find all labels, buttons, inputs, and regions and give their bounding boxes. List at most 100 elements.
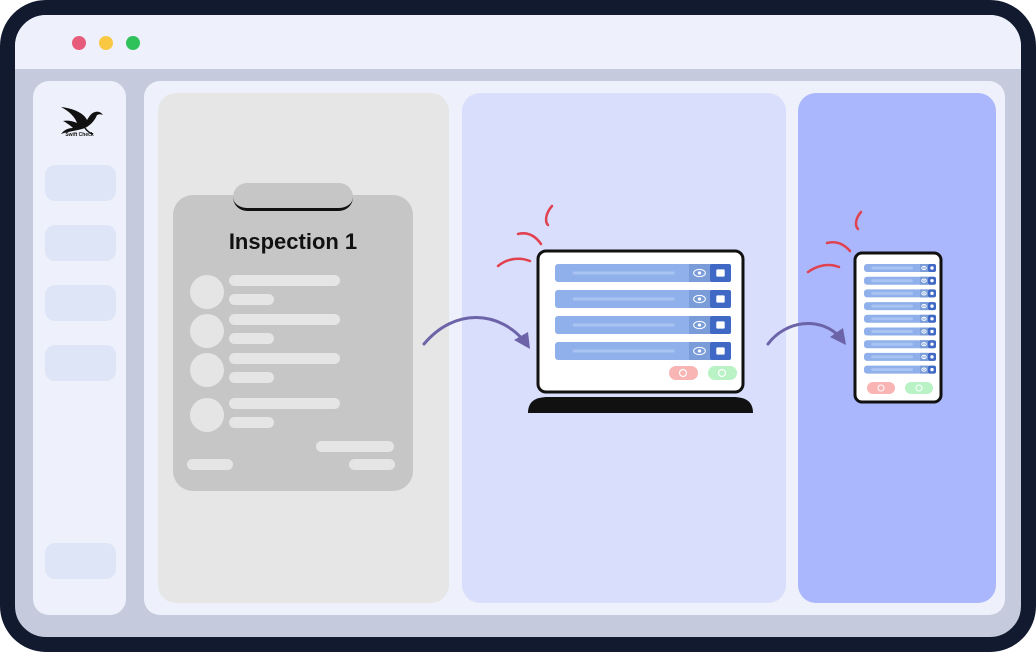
inspection-clipboard[interactable]: Inspection 1	[173, 183, 413, 491]
clipboard-clip	[233, 183, 353, 211]
eye-icon-pupil	[923, 267, 925, 269]
save-icon-glyph	[930, 266, 934, 270]
eye-icon-pupil	[923, 343, 925, 345]
phone-device	[853, 251, 943, 404]
list-row	[864, 352, 936, 361]
checklist-line	[229, 417, 274, 428]
eye-icon-glyph	[693, 346, 706, 356]
row-text-line	[871, 266, 913, 270]
checklist-line	[229, 314, 340, 325]
row-text-line	[871, 279, 913, 283]
eye-icon-glyph	[921, 367, 927, 372]
list-row	[555, 290, 731, 308]
inspection-title: Inspection 1	[228, 229, 358, 254]
sidebar-item-4[interactable]	[45, 345, 116, 381]
row-text-line	[871, 330, 913, 333]
title-bar	[15, 15, 1021, 69]
save-icon-glyph	[930, 368, 934, 372]
eye-icon-pupil	[697, 297, 702, 301]
row-text-line	[572, 349, 675, 353]
eye-icon-pupil	[923, 318, 925, 320]
eye-icon-glyph	[921, 291, 927, 296]
footer-line	[349, 459, 395, 470]
eye-icon-glyph	[921, 329, 927, 334]
save-icon-glyph	[716, 321, 725, 329]
eye-icon-pupil	[923, 279, 925, 282]
checklist-line	[229, 398, 340, 409]
signal-icon	[496, 204, 554, 268]
list-row	[864, 264, 936, 272]
list-row	[864, 289, 936, 298]
sync-illustration	[422, 204, 943, 413]
save-icon-glyph	[930, 342, 934, 346]
row-text-line	[871, 317, 913, 321]
confirm-button[interactable]	[708, 366, 737, 380]
row-text-line	[572, 271, 675, 275]
list-row	[864, 314, 936, 323]
row-text-line	[871, 291, 913, 295]
list-row	[555, 264, 731, 282]
save-icon-glyph	[930, 279, 934, 283]
list-row	[555, 342, 731, 360]
eye-icon-pupil	[923, 305, 925, 307]
eye-icon-pupil	[923, 292, 925, 295]
save-icon-glyph	[930, 329, 934, 334]
minimize-window-button[interactable]	[99, 36, 113, 50]
save-icon-glyph	[930, 291, 934, 295]
checklist-bullet	[190, 314, 224, 348]
eye-icon-pupil	[697, 323, 702, 327]
sidebar: Swift Check	[33, 81, 126, 615]
eye-icon-glyph	[921, 342, 927, 347]
checklist-line	[229, 333, 274, 344]
footer-line	[187, 459, 233, 470]
save-icon-glyph	[930, 317, 934, 321]
sidebar-item-2[interactable]	[45, 225, 116, 261]
maximize-window-button[interactable]	[126, 36, 140, 50]
checklist-line	[229, 275, 340, 286]
sidebar-item-3[interactable]	[45, 285, 116, 321]
list-row	[864, 327, 936, 336]
eye-icon-glyph	[921, 278, 927, 283]
eye-icon-pupil	[697, 349, 702, 353]
checklist-line	[229, 353, 340, 364]
confirm-button[interactable]	[905, 382, 933, 394]
row-text-line	[871, 355, 913, 359]
sidebar-item-bottom[interactable]	[45, 543, 116, 579]
eye-icon-pupil	[923, 330, 925, 333]
checklist-bullet	[190, 398, 224, 432]
column-inspection: Inspection 1	[158, 93, 449, 603]
eye-icon-glyph	[693, 294, 706, 304]
laptop-device	[528, 249, 753, 413]
sidebar-item-1[interactable]	[45, 165, 116, 201]
eye-icon-pupil	[923, 368, 925, 371]
bird-logo-icon	[61, 107, 103, 135]
logo-text: Swift Check	[65, 132, 94, 138]
sync-arrow	[422, 316, 530, 349]
cancel-button[interactable]	[867, 382, 895, 394]
list-row	[864, 340, 936, 349]
checklist-line	[229, 372, 274, 383]
row-text-line	[871, 342, 913, 346]
list-row	[555, 316, 731, 334]
eye-icon-pupil	[697, 271, 702, 275]
checklist-bullet	[190, 353, 224, 387]
save-icon-glyph	[716, 269, 725, 277]
row-text-line	[572, 323, 675, 327]
footer-line	[316, 441, 394, 452]
list-row	[864, 276, 936, 285]
row-text-line	[572, 297, 675, 301]
row-text-line	[871, 368, 913, 372]
cancel-button[interactable]	[669, 366, 698, 380]
close-window-button[interactable]	[72, 36, 86, 50]
save-icon-glyph	[930, 304, 934, 308]
eye-icon-glyph	[693, 268, 706, 278]
eye-icon-glyph	[693, 320, 706, 330]
save-icon-glyph	[716, 295, 725, 303]
eye-icon-glyph	[921, 354, 927, 359]
save-icon-glyph	[716, 347, 725, 355]
sync-arrow	[766, 322, 846, 346]
checklist-bullet	[190, 275, 224, 309]
eye-icon-glyph	[921, 316, 927, 321]
main-content: Inspection 1	[144, 81, 1005, 615]
list-row	[864, 302, 936, 311]
